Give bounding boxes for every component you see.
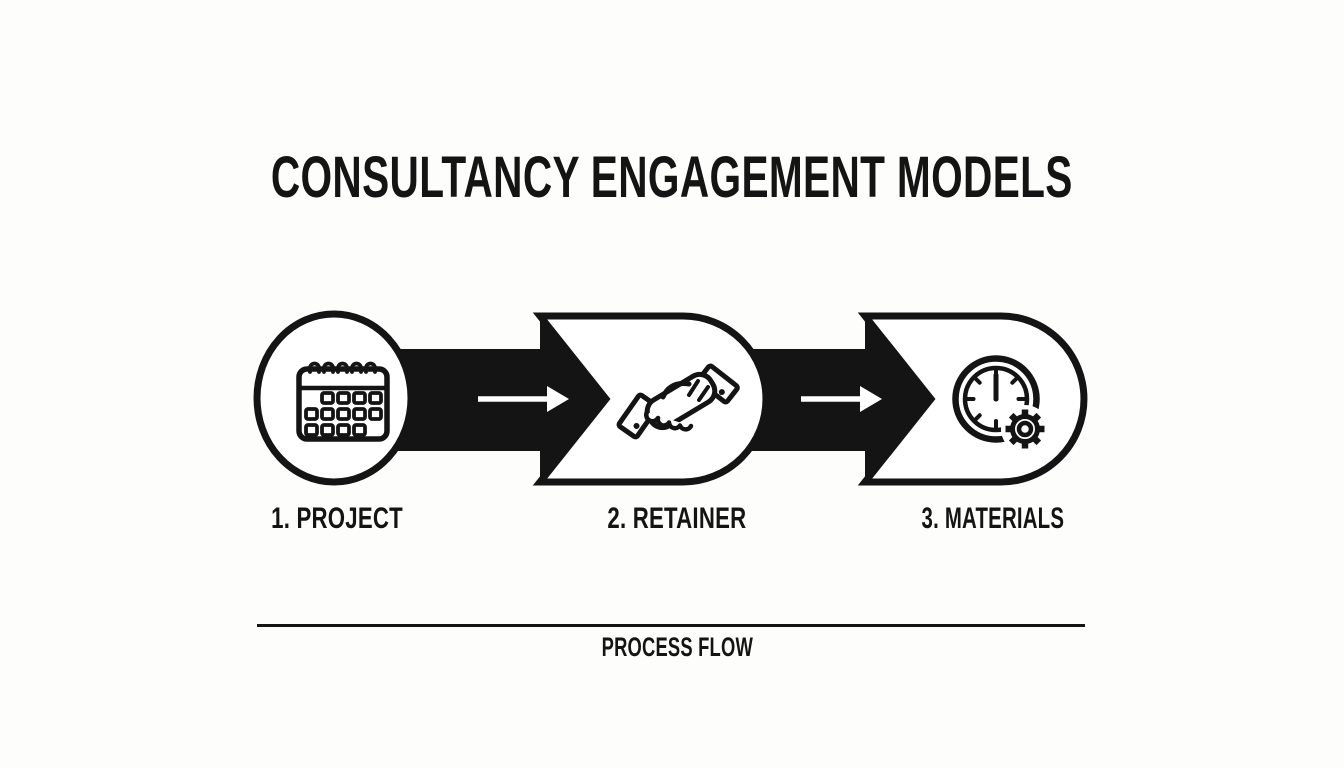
calendar-icon bbox=[296, 361, 390, 442]
footer-divider-line bbox=[257, 624, 1085, 627]
step-label-materials: 3. MATERIALS bbox=[793, 504, 1193, 534]
page-title: CONSULTANCY ENGAGEMENT MODELS bbox=[0, 149, 1344, 207]
gear-icon bbox=[1001, 405, 1049, 453]
handshake-icon bbox=[616, 363, 740, 440]
step-label-text: 3. MATERIALS bbox=[921, 502, 1065, 535]
footer-caption: PROCESS FLOW bbox=[477, 634, 877, 661]
step-label-text: 2. RETAINER bbox=[607, 502, 747, 535]
arrow-right-icon bbox=[801, 386, 882, 412]
chevron-arrowhead-1 bbox=[540, 316, 606, 482]
clock-gear-icon bbox=[952, 355, 1049, 453]
step-label-retainer: 2. RETAINER bbox=[477, 504, 877, 534]
step-label-project: 1. PROJECT bbox=[137, 504, 537, 534]
step-label-text: 1. PROJECT bbox=[271, 502, 403, 535]
footer-caption-text: PROCESS FLOW bbox=[601, 632, 753, 662]
arrow-right-icon bbox=[478, 386, 569, 412]
chevron-arrowhead-2 bbox=[865, 316, 931, 482]
page-title-text: CONSULTANCY ENGAGEMENT MODELS bbox=[271, 145, 1073, 210]
